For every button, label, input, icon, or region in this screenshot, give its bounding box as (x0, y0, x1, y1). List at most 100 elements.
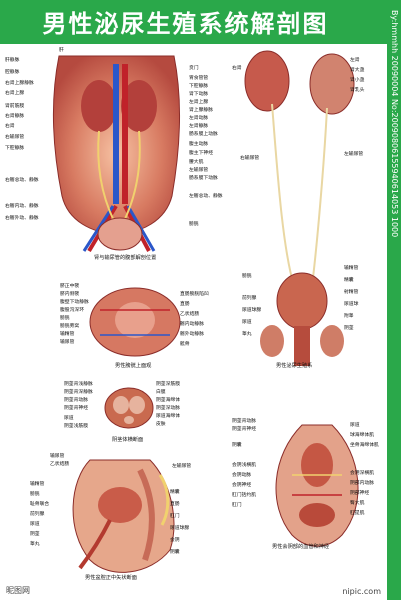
label-ureter-5: 输尿管 (50, 454, 65, 459)
label-perineal-nerve: 会阴神经 (232, 483, 252, 488)
label-bladder-1: 膀胱 (189, 222, 199, 227)
label-anal-sphincter: 肛门括约肌 (232, 493, 256, 498)
label-bulbospongiosus: 球海绵体肌 (350, 433, 374, 438)
label-perineal-artery: 会阴动脉 (232, 473, 252, 478)
label-superficial-fascia: 阴茎浅筋膜 (64, 424, 88, 429)
label-deep-transverse: 会阴深横肌 (350, 471, 374, 476)
label-epididymis: 附睾 (344, 314, 354, 319)
caption-penis-section: 阴茎体横断面 (112, 437, 144, 443)
label-seminal-vesicle-5: 精囊 (170, 490, 180, 495)
label-gluteus-maximus: 臀大肌 (350, 501, 365, 506)
caption-bladder-top: 男性膀胱上面观 (115, 363, 152, 369)
label-bladder-3: 膀胱 (60, 316, 70, 321)
label-renal-fascia: 肾前筋膜 (5, 104, 25, 109)
label-cardia: 贲门 (189, 66, 199, 71)
penis-section-illustration (104, 387, 154, 429)
label-rectum-5: 直肠 (170, 502, 180, 507)
label-right-external-iliac: 右髂外动、静脉 (5, 216, 39, 221)
label-vas-deferens: 输精管 (344, 266, 359, 271)
label-left-ureter-5: 左输尿管 (172, 464, 192, 469)
label-urethra-6: 尿道 (350, 423, 360, 428)
label-seminal-vesicle: 精囊 (344, 278, 354, 283)
label-minor-calyx: 肾小盏 (350, 78, 365, 83)
label-inferior-epigastric: 腹壁下动静脉 (60, 300, 89, 305)
label-testis: 睾丸 (242, 332, 252, 337)
label-psoas-major: 腰大肌 (189, 160, 204, 165)
label-sigmoid-colon-3: 乙状结肠 (180, 312, 200, 317)
urogenital-illustration (244, 50, 355, 366)
label-right-renal-vein: 右肾静脉 (5, 114, 25, 119)
label-rectovesical-pouch: 直肠膀胱陷凹 (180, 292, 209, 297)
label-sacrum: 骶骨 (180, 342, 190, 347)
label-right-kidney-2: 右肾 (232, 66, 242, 71)
label-left-renal-artery: 左肾动脉 (189, 116, 209, 121)
label-skin: 皮肤 (156, 422, 166, 427)
abdomen-illustration (52, 55, 181, 253)
label-bladder-2: 膀胱 (242, 274, 252, 279)
label-inferior-mesenteric: 肠系膜下动脉 (189, 176, 218, 181)
label-deep-inguinal-ring: 腹股沟深环 (60, 308, 84, 313)
label-internal-pudendal: 阴部内动脉 (350, 481, 374, 486)
label-vena-cava: 腔静脉 (5, 70, 20, 75)
label-rectum-3: 直肠 (180, 302, 190, 307)
caption-abdomen: 肾与输尿管的腹部解剖位置 (94, 255, 157, 261)
panel-urogenital: 右肾 右输尿管 膀胱 前列腺 尿道球腺 尿道 睾丸 左肾 肾大盏 肾小盏 肾乳头… (232, 46, 384, 376)
caption-sagittal: 男性盆腔正中矢状断面 (85, 575, 137, 581)
label-sigmoid-colon-5: 乙状结肠 (50, 462, 70, 467)
page-title: 男性泌尿生殖系统解剖图 (42, 10, 329, 38)
label-vas-deferens-5: 输精管 (30, 482, 45, 487)
title-bar: 男性泌尿生殖系统解剖图 (0, 0, 401, 44)
label-dorsal-nerve-6: 阴茎背神经 (232, 427, 256, 432)
label-left-adrenal: 左肾上腺 (189, 100, 209, 105)
label-pudendal-nerve: 阴部神经 (350, 491, 370, 496)
caption-perineum: 男性会阴部的血管和神经 (272, 544, 330, 550)
label-medial-umbilical-fold: 脐内侧襞 (60, 292, 80, 297)
label-tunica-albuginea: 白膜 (156, 390, 166, 395)
label-deep-fascia: 阴茎深筋膜 (156, 382, 180, 387)
label-anus-5: 肛门 (170, 514, 180, 519)
label-hypogastric-nerve: 腹主下神经 (189, 151, 213, 156)
label-deep-dorsal-vein: 阴茎背深静脉 (64, 390, 93, 395)
label-right-adrenal-vein: 右肾上腺静脉 (5, 81, 34, 86)
label-hepatic-vein: 肝静脉 (5, 58, 20, 63)
label-right-ureter: 右输尿管 (5, 135, 25, 140)
perineum-illustration (275, 424, 359, 547)
label-superficial-transverse: 会阴浅横肌 (232, 463, 256, 468)
label-vas-deferens-3: 输精管 (60, 332, 75, 337)
label-urethra-4: 尿道 (64, 416, 74, 421)
panel-abdomen: 肝 肝静脉 腔静脉 右肾上腺静脉 右肾上腺 肾前筋膜 右肾静脉 右肾 右输尿管 … (4, 46, 230, 266)
label-major-calyx: 肾大盏 (350, 68, 365, 73)
watermark-right: nipic.com (342, 587, 381, 596)
label-renal-papilla: 肾乳头 (350, 88, 365, 93)
label-bulbourethral-gland: 尿道球腺 (242, 308, 262, 313)
label-ureter-3: 输尿管 (60, 340, 75, 345)
vertical-watermark-bar: By:hmmhh 20090004 No:2009080615594061405… (387, 0, 401, 600)
label-bladder-5: 膀胱 (30, 492, 40, 497)
label-inferior-renal-artery: 肾下动脉 (189, 92, 209, 97)
label-right-common-iliac: 右髂总动、静脉 (5, 178, 39, 183)
label-levator-ani: 肛提肌 (350, 511, 365, 516)
panel-penis-section: 阴茎背浅静脉 阴茎背深静脉 阴茎背动脉 阴茎背神经 阴茎深筋膜 白膜 阴茎海绵体… (64, 380, 194, 446)
label-urethra: 尿道 (242, 320, 252, 325)
label-inferior-vena-cava-r: 下腔静脉 (189, 84, 209, 89)
label-superficial-dorsal-vein: 阴茎背浅静脉 (64, 382, 93, 387)
label-perineum-5: 会阴 (170, 538, 180, 543)
label-bulbourethral-5: 尿道球腺 (170, 526, 190, 531)
label-adrenal-vein: 肾上腺静脉 (189, 108, 213, 113)
label-right-internal-iliac: 右髂内动、静脉 (5, 204, 39, 209)
label-pubic-symphysis: 耻骨联合 (30, 502, 50, 507)
label-dorsal-artery: 阴茎背动脉 (64, 398, 88, 403)
label-median-umbilical-fold: 脐正中襞 (60, 284, 80, 289)
label-ejaculatory-duct: 射精管 (344, 290, 359, 295)
label-scrotum-6: 阴囊 (232, 443, 242, 448)
label-scrotum-5: 阴囊 (170, 550, 180, 555)
label-inferior-vena-cava: 下腔静脉 (5, 146, 25, 151)
label-prostate: 前列腺 (242, 296, 257, 301)
label-internal-iliac-3: 髂内动静脉 (180, 322, 204, 327)
panel-sagittal: 输尿管 乙状结肠 左输尿管 输精管 膀胱 耻骨联合 前列腺 尿道 阴茎 睾丸 精… (30, 450, 210, 585)
label-right-adrenal: 右肾上腺 (5, 91, 25, 96)
label-anus-6: 肛门 (232, 503, 242, 508)
label-right-ureter-2: 右输尿管 (240, 156, 260, 161)
label-urethra-5: 尿道 (30, 522, 40, 527)
label-external-iliac-3: 髂外动静脉 (180, 332, 204, 337)
